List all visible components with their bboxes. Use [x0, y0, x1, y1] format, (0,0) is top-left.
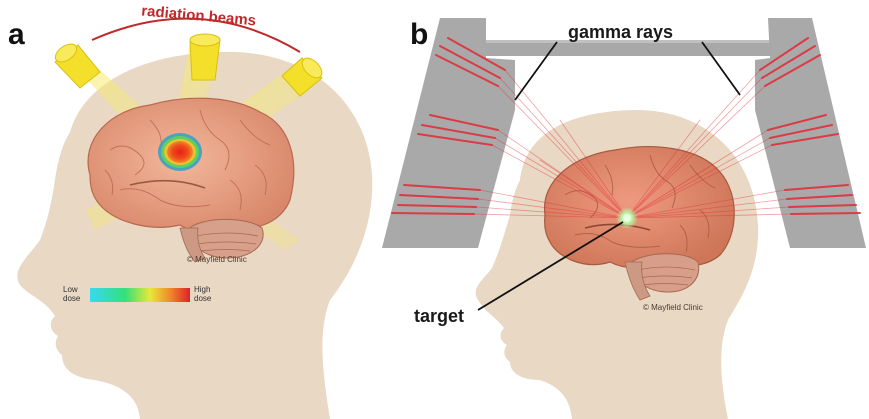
- gamma-rays-label: gamma rays: [568, 22, 673, 42]
- panel-b: gamma rays target b © Mayfield Clinic: [382, 18, 866, 419]
- legend-high-line1: High: [194, 285, 210, 294]
- legend-low-line1: Low: [63, 285, 78, 294]
- dose-gradient-bar: [90, 288, 190, 302]
- target-label: target: [414, 306, 464, 326]
- credit-a: © Mayfield Clinic: [187, 255, 247, 264]
- legend-low-line2: dose: [63, 294, 81, 303]
- credit-b: © Mayfield Clinic: [643, 303, 703, 312]
- target-tumor-a: [158, 133, 202, 171]
- legend-high-line2: dose: [194, 294, 212, 303]
- panel-a: radiation beams a © Mayfield Clinic Low …: [8, 2, 372, 419]
- panel-a-letter: a: [8, 18, 25, 51]
- beams-label: radiation beams: [141, 2, 257, 29]
- panel-b-letter: b: [410, 18, 428, 51]
